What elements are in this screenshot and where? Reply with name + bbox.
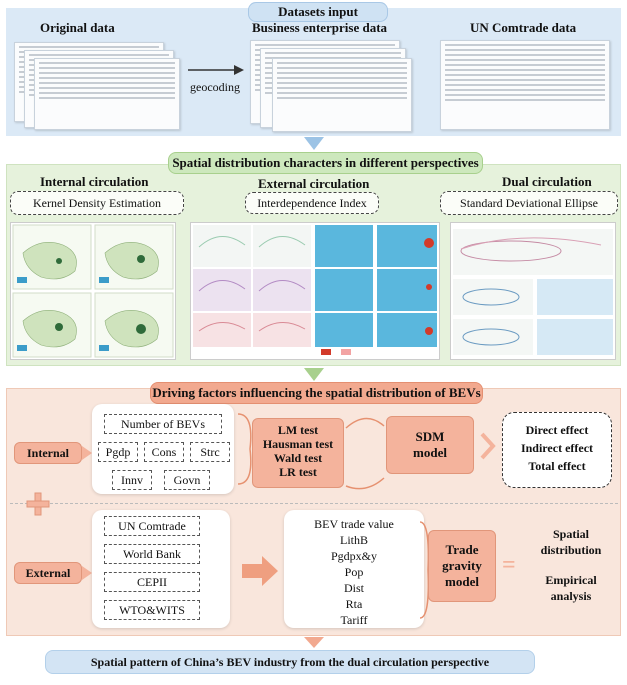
var-pop: Pop [344,565,364,579]
outcome-empirical: Empirical analysis [545,573,597,603]
final-header: Spatial pattern of China’s BEV industry … [45,650,535,674]
var-lithb: LithB [339,533,368,547]
right-chevron-icon [82,446,92,460]
plus-icon [26,492,50,516]
comtrade-data-label: UN Comtrade data [470,20,577,35]
var-bev-trade-value: BEV trade value [314,517,394,531]
test-hausman: Hausman test [262,437,334,451]
spatial-header: Spatial distribution characters in diffe… [168,152,483,174]
internal-label: Internal [14,442,82,464]
right-chevron-icon [82,566,92,580]
effects-box: Direct effect Indirect effect Total effe… [502,412,612,488]
factor-innv: Innv [112,470,152,490]
down-arrow-icon [304,637,324,648]
dual-circulation-title: Dual circulation [502,174,592,189]
internal-circulation-title: Internal circulation [40,174,149,189]
effect-indirect: Indirect effect [520,441,594,455]
external-label: External [14,562,82,584]
source-un-comtrade: UN Comtrade [104,516,200,536]
geocoding-arrow-icon [188,65,244,75]
source-wto-wits: WTO&WITS [104,600,200,620]
test-wald: Wald test [273,451,323,465]
datasets-header: Datasets input [248,2,388,22]
effect-direct: Direct effect [525,423,589,437]
flow-curve-icon [345,417,385,490]
bracket-icon [237,413,252,485]
test-lm: LM test [277,423,319,437]
test-lr: LR test [279,465,317,479]
outcome-spatial: Spatial distribution [540,527,602,557]
standard-ellipse-method: Standard Deviational Ellipse [440,191,618,215]
external-circulation-title: External circulation [258,176,370,191]
var-pgdpxy: Pgdpx&y [330,549,377,563]
factor-number-of-bevs: Number of BEVs [104,414,222,434]
external-interdependence-maps [190,222,440,360]
source-cepii: CEPII [104,572,200,592]
right-chevron-icon [480,432,496,460]
sdm-model-box: SDM model [386,416,474,474]
dual-ellipse-maps [450,222,616,360]
business-data-label: Business enterprise data [252,20,388,35]
down-arrow-icon [304,137,324,150]
comtrade-data-sheet [440,40,610,130]
var-dist: Dist [343,581,364,595]
equals-icon: = [502,552,516,578]
section-divider [10,503,618,504]
original-data-label: Original data [40,20,115,35]
factor-cons: Cons [144,442,184,462]
down-arrow-icon [304,368,324,381]
var-tariff: Tariff [340,613,368,627]
trade-vars-card: BEV trade value LithB Pgdpx&y Pop Dist R… [284,510,424,628]
tests-box: LM test Hausman test Wald test LR test [252,418,344,488]
trade-gravity-model-box: Trade gravity model [428,530,496,602]
right-arrow-icon [242,556,278,586]
internal-kde-maps [10,222,176,360]
factor-strc: Strc [190,442,230,462]
interdependence-method: Interdependence Index [245,192,379,214]
factor-pgdp: Pgdp [98,442,138,462]
kernel-density-method: Kernel Density Estimation [10,191,184,215]
effect-total: Total effect [528,459,586,473]
geocoding-label: geocoding [190,80,240,94]
factor-govn: Govn [164,470,210,490]
var-rta: Rta [345,597,363,611]
driving-header: Driving factors influencing the spatial … [150,382,483,404]
source-world-bank: World Bank [104,544,200,564]
